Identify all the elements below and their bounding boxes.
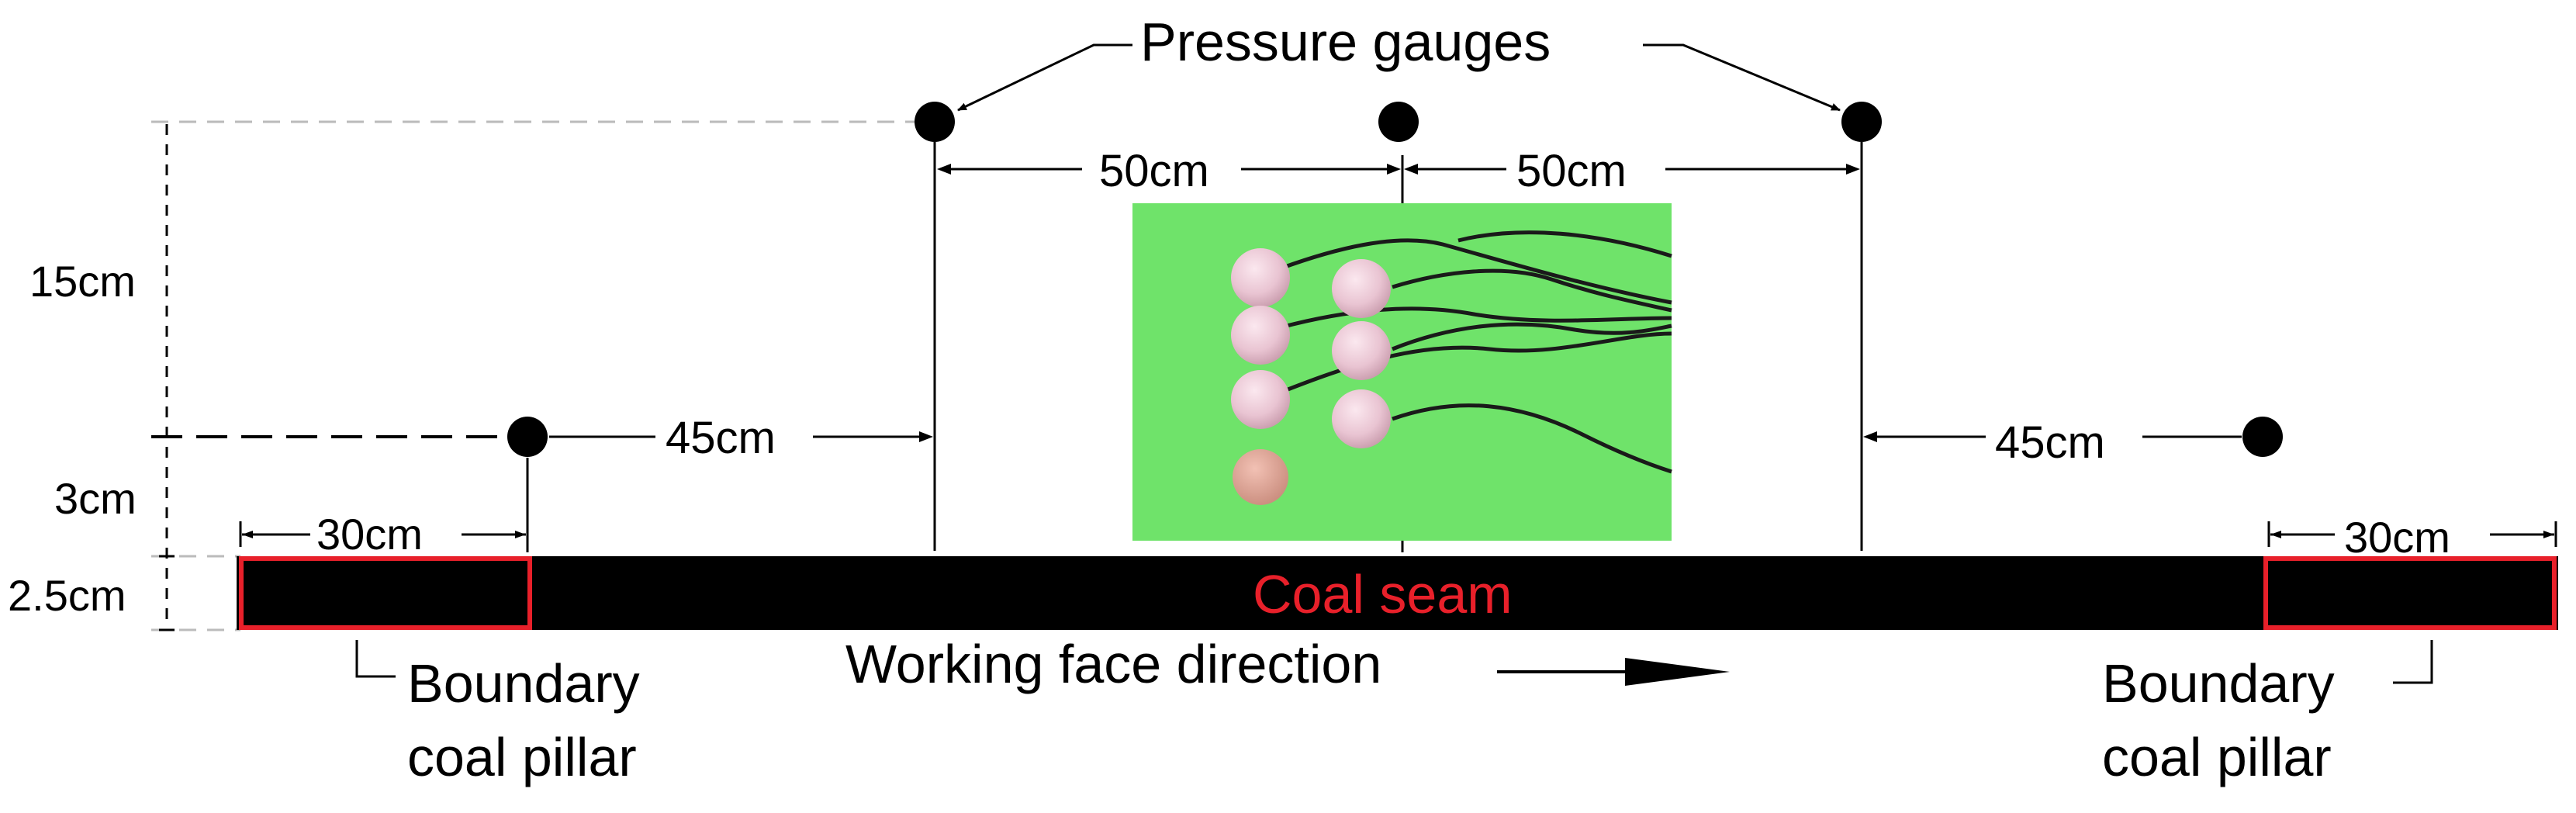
dim-30cm-left-label: 30cm [316, 510, 423, 559]
gauge-disc-icon [1233, 449, 1288, 505]
boundary-right-line2: coal pillar [2102, 727, 2332, 787]
gauge-disc-icon [1332, 321, 1391, 380]
gauge-cables [1271, 230, 1672, 474]
vertical-dimension-ticks [159, 435, 175, 631]
boundary-left-line1: Boundary [407, 653, 640, 714]
dim-50cm-arrowheads [937, 164, 1860, 175]
boundary-left-line2: coal pillar [407, 727, 637, 787]
gauge-disc-icon [1231, 370, 1290, 429]
extension-lines [151, 120, 935, 631]
dim-30cm-arrowheads [242, 531, 2554, 538]
coal-seam-label: Coal seam [1253, 564, 1513, 624]
boundary-callout-lines [355, 640, 2433, 684]
gauge-marker-icon [915, 102, 955, 142]
dim-30cm-right-label: 30cm [2344, 513, 2450, 562]
dim-2-5cm-label: 2.5cm [8, 571, 126, 620]
gauge-disc-icon [1231, 248, 1290, 307]
working-face-direction-label: Working face direction [845, 634, 1381, 694]
dim-50cm-left-label: 50cm [1099, 146, 1209, 196]
left-boundary-pillar [239, 556, 532, 630]
dim-45cm-left-label: 45cm [666, 413, 776, 463]
gauge-disc-icon [1231, 306, 1290, 365]
dim-3cm-label: 3cm [54, 474, 137, 523]
coal-seam-bar [237, 556, 2558, 630]
boundary-right-line1: Boundary [2102, 653, 2335, 714]
gauge-markers [507, 102, 2283, 457]
gauge-disc-icon [1332, 259, 1391, 318]
gauge-disc-icon [1332, 389, 1391, 448]
dim-50cm-right-label: 50cm [1516, 146, 1627, 196]
gauge-leader-lines [957, 43, 1841, 112]
pressure-gauges-label: Pressure gauges [1140, 12, 1551, 72]
gauge-discs [1231, 248, 1391, 505]
pressure-gauges-photo [1132, 203, 1672, 541]
dim-45cm-right-label: 45cm [1995, 417, 2105, 468]
gauge-marker-icon [1378, 102, 1419, 142]
direction-arrow-icon [1497, 658, 1730, 686]
gauge-marker-icon [507, 417, 548, 457]
gauge-marker-icon [2242, 417, 2283, 457]
dim-15cm-label: 15cm [29, 257, 136, 306]
gauge-marker-icon [1841, 102, 1882, 142]
dim-45cm-arrowheads [919, 431, 1877, 442]
right-boundary-pillar [2263, 556, 2557, 630]
